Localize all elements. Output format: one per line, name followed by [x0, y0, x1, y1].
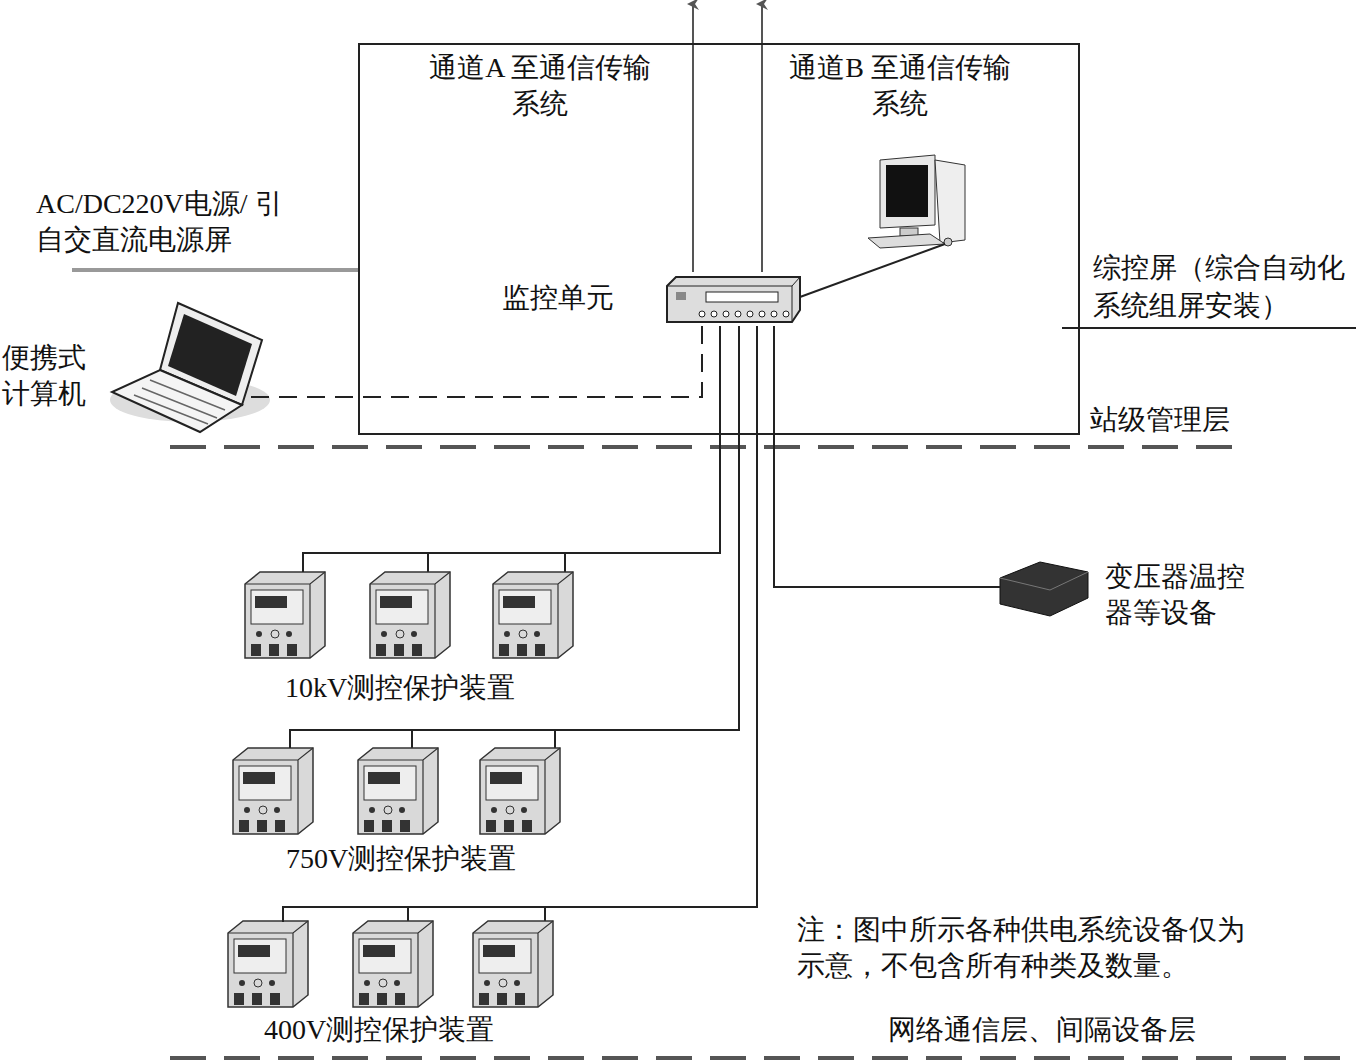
note-text: 注：图中所示各种供电系统设备仅为示意，不包含所有种类及数量。: [797, 912, 1267, 984]
connector: [774, 326, 1000, 587]
node-label: 便携式计算机: [2, 340, 97, 412]
device-group: 750V测控保护装置: [228, 745, 568, 880]
monitor-unit: 监控单元: [492, 274, 804, 326]
laptop-node: 便携式计算机: [0, 300, 270, 445]
node-label: 10kV测控保护装置: [285, 670, 515, 706]
power-label: AC/DC220V电源/ 引自交直流电源屏: [36, 186, 296, 258]
node-label: 监控单元: [502, 280, 614, 316]
channel-label: 通道B 至通信传输系统: [780, 50, 1020, 122]
node-label: 综控屏（综合自动化系统组屏安装）: [1093, 249, 1356, 325]
device-group: 400V测控保护装置: [222, 920, 562, 1052]
device-group: 10kV测控保护装置: [240, 570, 580, 708]
layer-divider: [170, 445, 1245, 449]
leader-line: [1062, 327, 1356, 329]
monitor-device: [664, 274, 804, 326]
power-line: [72, 268, 358, 272]
monitor-pc: [800, 155, 965, 297]
layer-label: 站级管理层: [1090, 402, 1230, 438]
layer-divider: [170, 1056, 1356, 1060]
node-label: 400V测控保护装置: [264, 1012, 494, 1048]
connector: [250, 326, 702, 397]
layer-label: 网络通信层、间隔设备层: [888, 1012, 1196, 1048]
laptop: [110, 303, 270, 432]
temp-controller: [1000, 562, 1088, 616]
channel-label: 通道A 至通信传输系统: [420, 50, 660, 122]
node-label: 750V测控保护装置: [286, 841, 516, 877]
connector: [303, 326, 720, 572]
cabinet-box: 综控屏（综合自动化系统组屏安装）监控单元: [358, 43, 1080, 435]
controller-node: 变压器温控器等设备: [995, 555, 1275, 637]
node-label: 变压器温控器等设备: [1105, 559, 1270, 631]
connector: [283, 326, 757, 922]
device-icons: [228, 572, 573, 1007]
